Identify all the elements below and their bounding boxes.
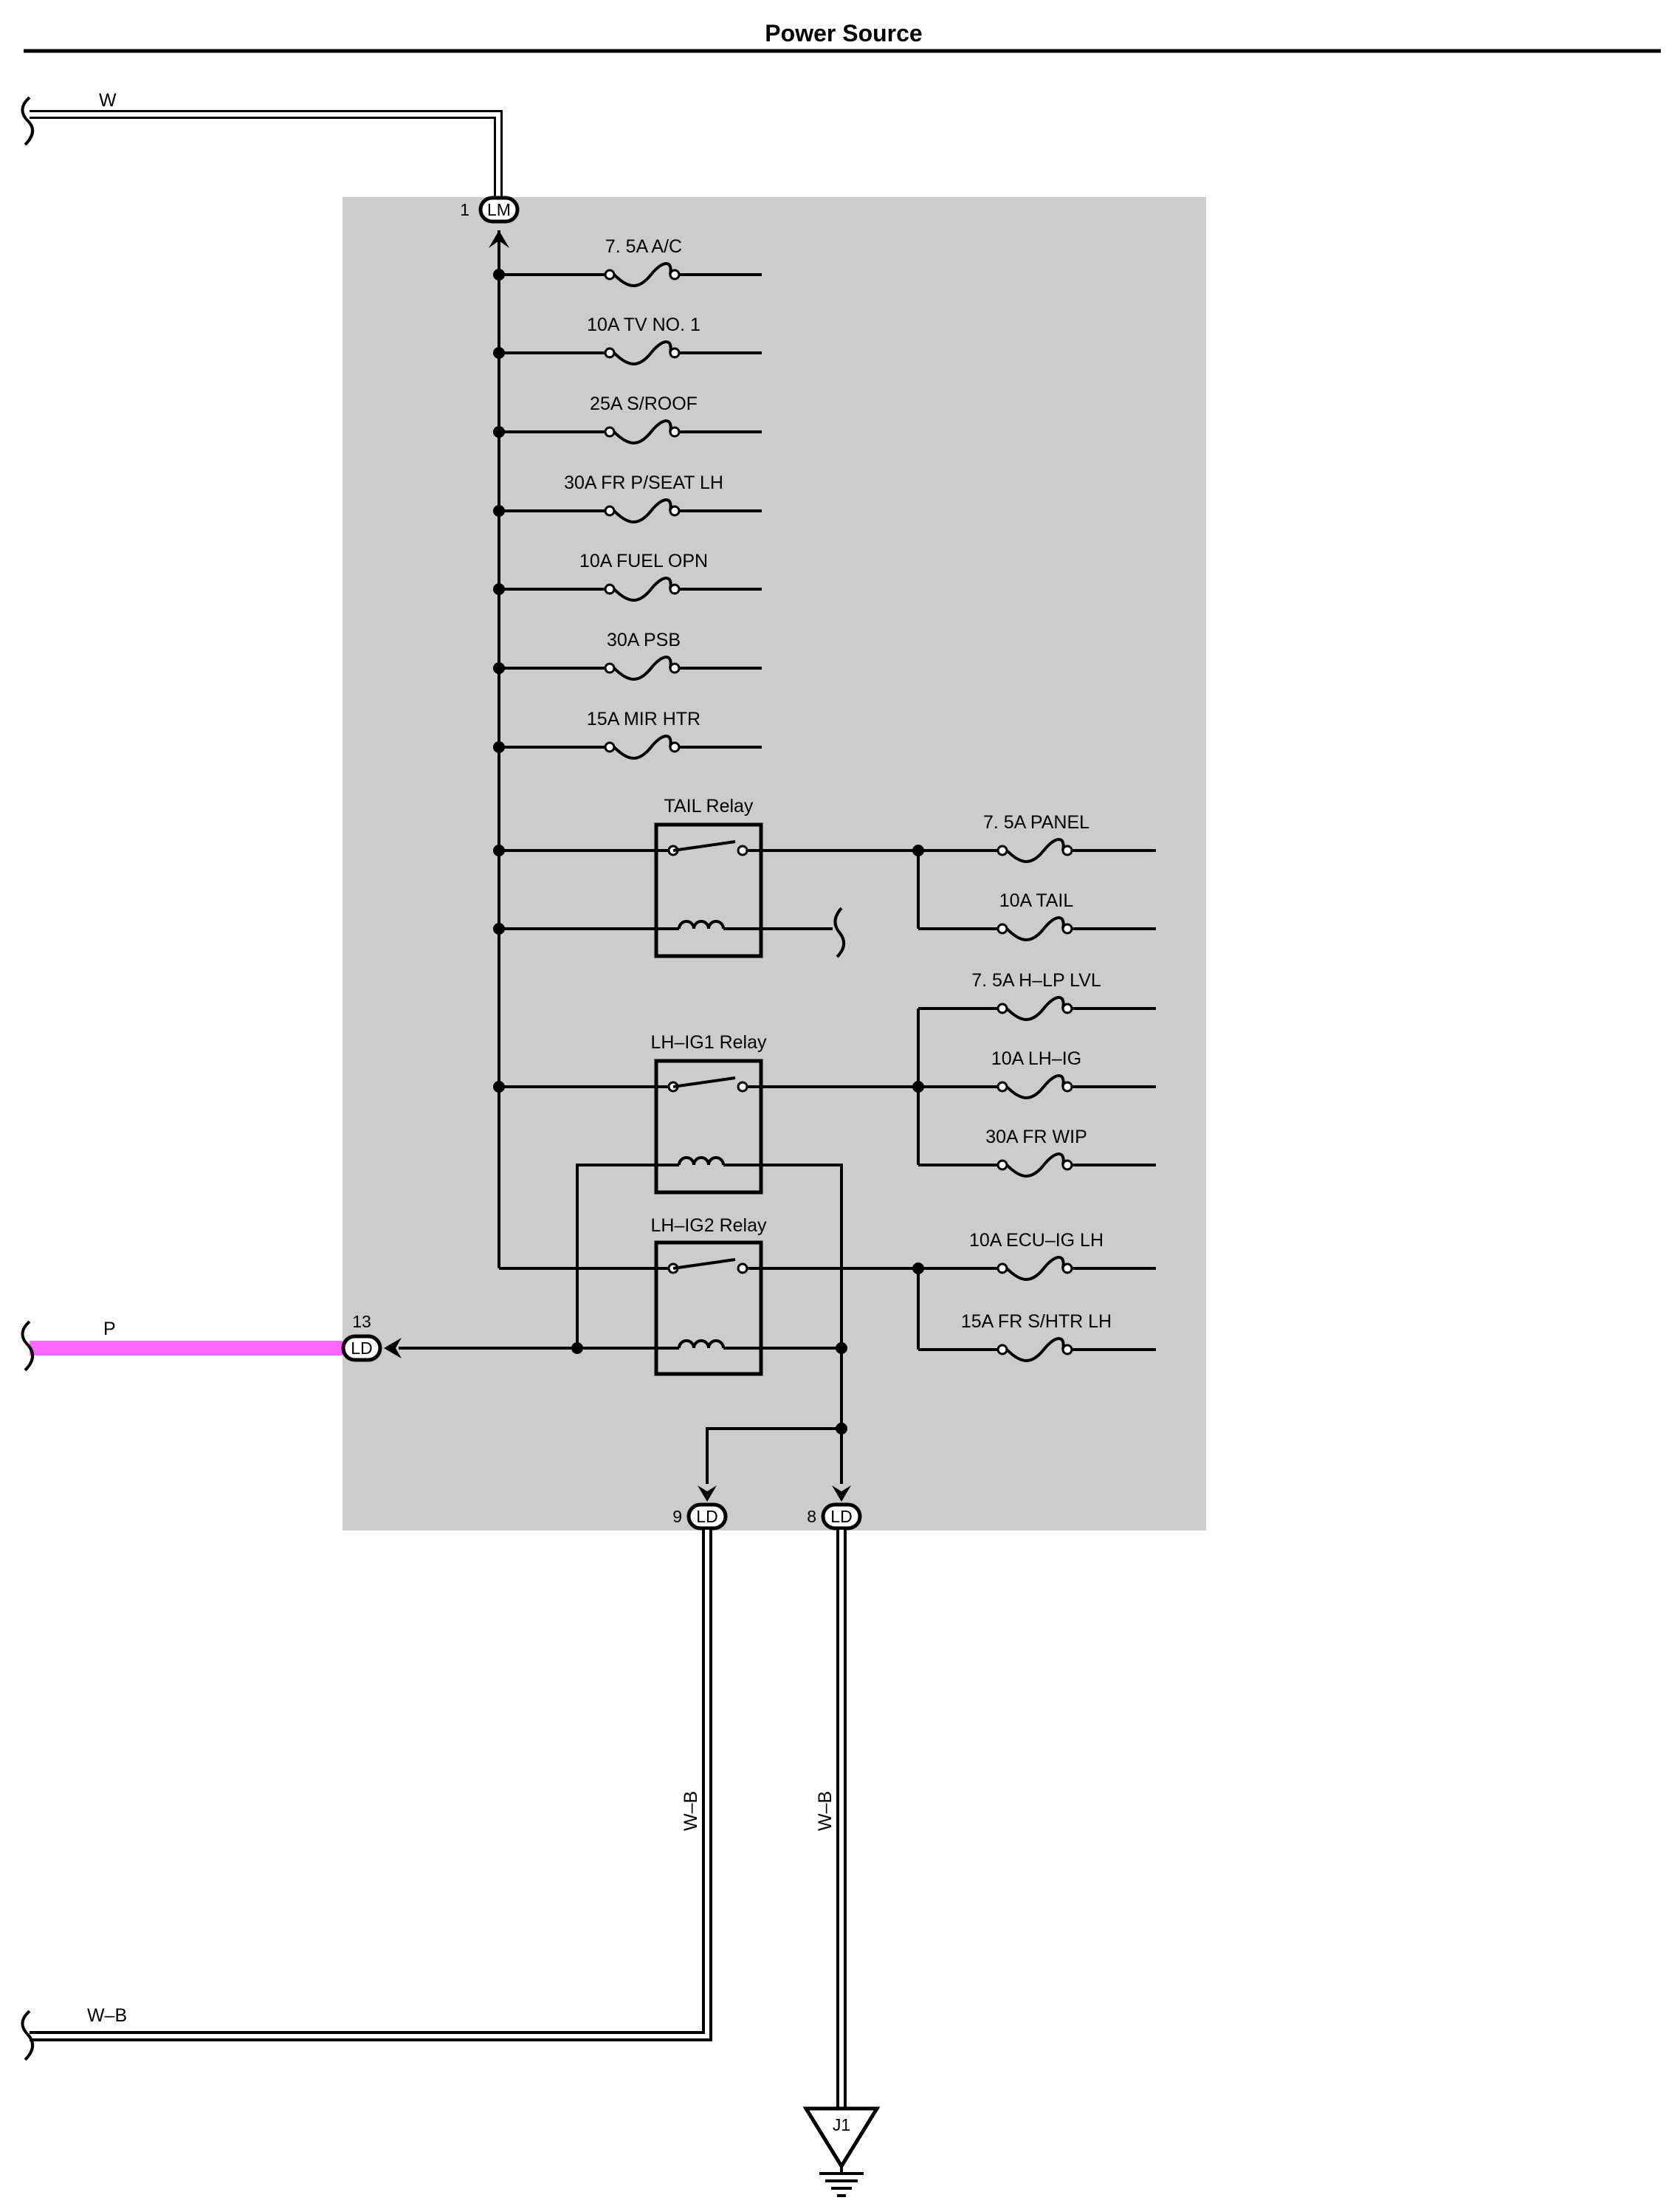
right-fuse-label: 10A TAIL xyxy=(999,890,1074,911)
wire-break-top xyxy=(21,96,34,146)
wire-color-p: P xyxy=(103,1319,116,1339)
ld13-junction xyxy=(571,1342,583,1354)
ground-j1-label: J1 xyxy=(833,2115,850,2134)
page-title: Power Source xyxy=(765,20,922,47)
connector-ld13-pin: 13 xyxy=(352,1312,371,1331)
main-fuse-row: 30A FR P/SEAT LH xyxy=(493,473,762,523)
wire-color-wb-vright: W–B xyxy=(815,1791,836,1831)
connector-ld13: LD 13 xyxy=(30,1312,402,1362)
main-fuse-row: 10A TV NO. 1 xyxy=(493,315,762,365)
right-fuse-label: 10A ECU–IG LH xyxy=(969,1230,1104,1251)
right-fuse-row: 7. 5A H–LP LVL xyxy=(918,970,1156,1021)
lhig2-relay-label: LH–IG2 Relay xyxy=(650,1215,767,1236)
wire-break-pink xyxy=(21,1320,34,1372)
main-fuse-row: 7. 5A A/C xyxy=(493,236,762,287)
right-fuse-row: 15A FR S/HTR LH xyxy=(918,1311,1156,1362)
right-fuse-label: 15A FR S/HTR LH xyxy=(961,1311,1112,1332)
main-fuse-label: 15A MIR HTR xyxy=(587,709,700,729)
main-fuse-label: 7. 5A A/C xyxy=(605,236,682,257)
wire-wb-left xyxy=(30,1530,712,2041)
tail-relay: TAIL Relay xyxy=(493,796,918,958)
lhig1-coil-right xyxy=(723,1164,843,1429)
right-fuse-row: 7. 5A PANEL xyxy=(918,812,1156,863)
wire-color-wb-lower: W–B xyxy=(87,2005,127,2026)
right-fuse-row: 10A ECU–IG LH xyxy=(918,1230,1156,1281)
arrow-ld13 xyxy=(384,1338,402,1358)
wire-break-tail xyxy=(833,907,846,958)
wire-color-wb-vleft: W–B xyxy=(681,1791,701,1831)
connector-lm-label: LM xyxy=(487,200,511,219)
ld9-feed xyxy=(706,1427,841,1484)
lhig1-coil-left xyxy=(576,1164,679,1350)
main-fuse-row: 15A MIR HTR xyxy=(493,709,762,760)
wire-color-w: W xyxy=(99,90,117,111)
connector-ld9-pin: 9 xyxy=(672,1507,682,1526)
right-fuse-row: 10A TAIL xyxy=(918,890,1156,941)
connector-ld9-label: LD xyxy=(696,1507,717,1526)
connector-ld8: LD 8 xyxy=(807,1502,862,1530)
right-fuse-row: 10A LH–IG xyxy=(918,1048,1156,1099)
right-fuse-label: 7. 5A H–LP LVL xyxy=(971,970,1101,991)
main-fuse-label: 25A S/ROOF xyxy=(590,394,698,414)
main-fuse-row: 25A S/ROOF xyxy=(493,394,762,444)
wire-break-wb xyxy=(21,2010,34,2061)
right-fuse-label: 7. 5A PANEL xyxy=(983,812,1089,833)
lhig2-relay: LH–IG2 Relay xyxy=(499,1215,918,1376)
right-fuse-label: 10A LH–IG xyxy=(991,1048,1081,1069)
lhig1-relay-label: LH–IG1 Relay xyxy=(650,1032,767,1053)
right-fuse-row: 30A FR WIP xyxy=(918,1127,1156,1178)
connector-ld8-pin: 8 xyxy=(807,1507,816,1526)
tail-relay-label: TAIL Relay xyxy=(664,796,754,817)
right-fuse-label: 30A FR WIP xyxy=(985,1127,1087,1147)
wire-w-top xyxy=(30,110,503,201)
main-fuse-row: 30A PSB xyxy=(493,630,762,681)
arrow-ld9 xyxy=(698,1485,717,1502)
connector-lm-pin: 1 xyxy=(460,200,469,219)
ground-j1: J1 xyxy=(802,2106,881,2197)
main-fuse-label: 30A FR P/SEAT LH xyxy=(564,473,723,493)
arrow-ld8 xyxy=(832,1485,851,1502)
main-fuse-row: 10A FUEL OPN xyxy=(493,551,762,602)
connector-ld13-label: LD xyxy=(351,1339,372,1358)
main-fuse-label: 10A TV NO. 1 xyxy=(587,315,700,335)
main-fuse-label: 10A FUEL OPN xyxy=(579,551,708,571)
connector-ld9: LD 9 xyxy=(672,1502,728,1530)
main-fuse-label: 30A PSB xyxy=(607,630,681,650)
connector-lm: LM 1 xyxy=(460,196,520,248)
lhig1-relay: LH–IG1 Relay xyxy=(493,1032,918,1195)
connector-ld8-label: LD xyxy=(830,1507,852,1526)
junction-block xyxy=(342,197,1206,1530)
